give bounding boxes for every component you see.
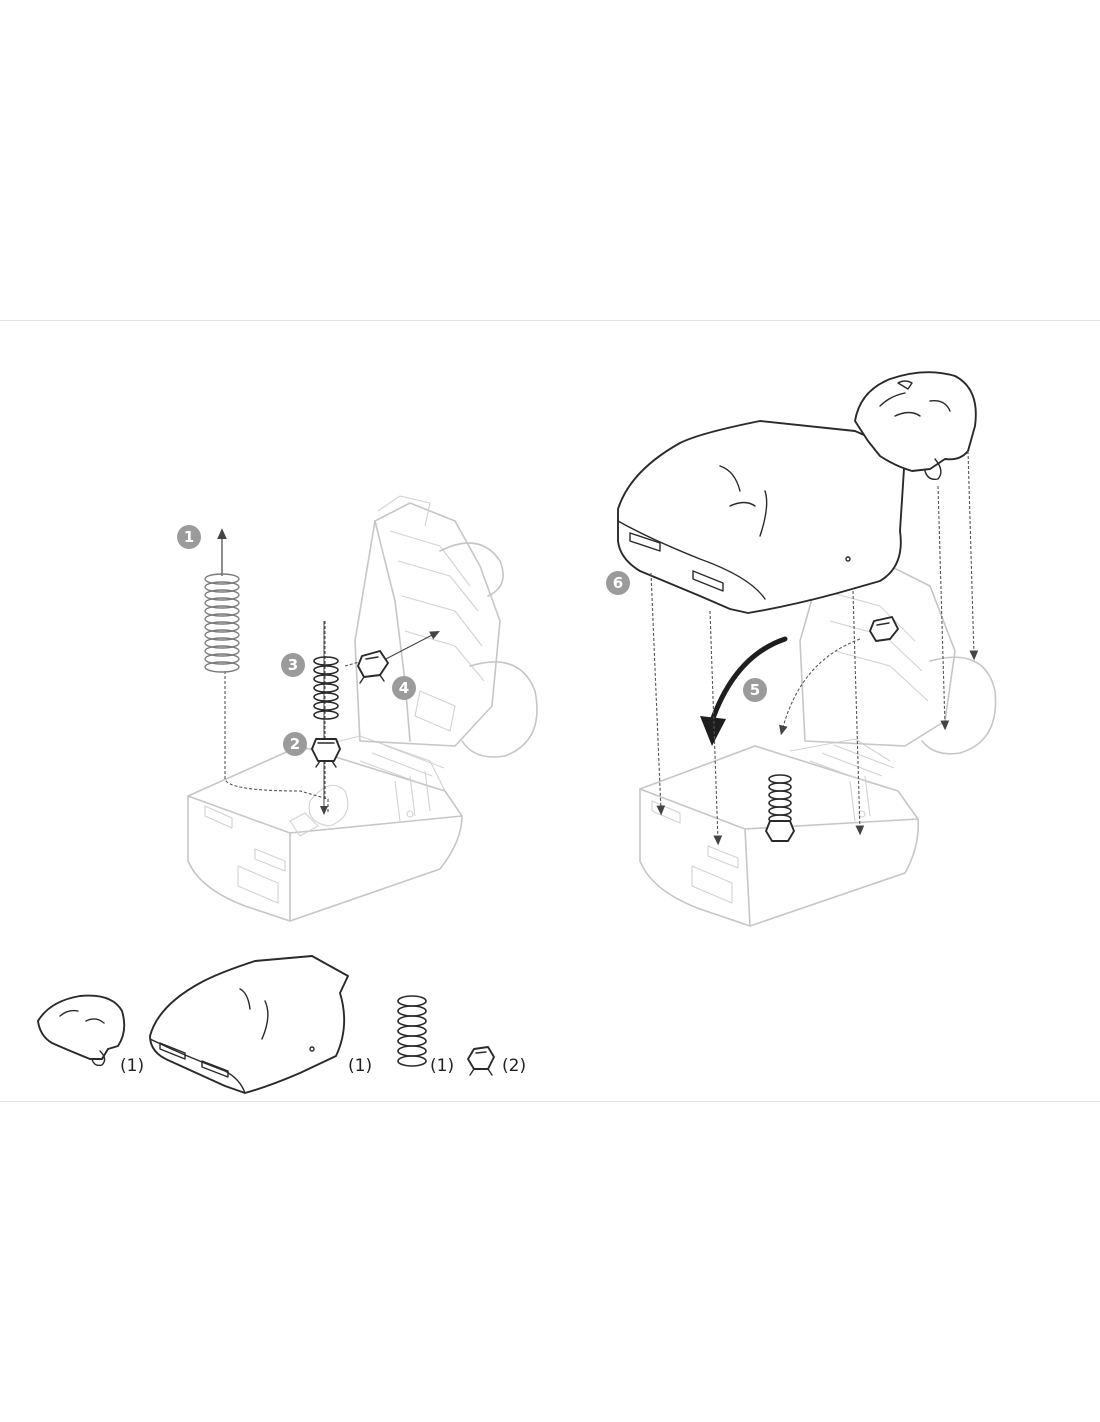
left-manikin-base <box>187 495 538 922</box>
step-5-label: 5 <box>750 681 760 699</box>
part-head-qty: (1) <box>120 1056 144 1076</box>
right-head <box>854 371 977 481</box>
step-4-label: 4 <box>399 679 409 697</box>
step-badge-2: 2 <box>283 732 307 756</box>
old-spring <box>204 573 240 673</box>
step-badge-1: 1 <box>177 525 201 549</box>
step-badge-4: 4 <box>392 676 416 700</box>
assembly-diagram: 1 2 3 4 <box>37 371 997 1094</box>
valve-side <box>357 650 389 684</box>
part-valve-icon <box>467 1046 495 1076</box>
step-1-label: 1 <box>184 528 194 546</box>
step-5-arrow <box>700 636 861 746</box>
step-3-label: 3 <box>288 656 298 674</box>
step-badge-6: 6 <box>606 571 630 595</box>
step-6-arrows <box>650 450 979 846</box>
parts-list: (1) (1) (1) (2) <box>37 955 526 1094</box>
part-spring-qty: (1) <box>430 1056 454 1076</box>
part-spring-icon <box>397 995 427 1067</box>
step-badge-3: 3 <box>281 653 305 677</box>
installed-spring <box>765 774 795 842</box>
instruction-panel: 1 2 3 4 <box>0 320 1100 1102</box>
right-manikin-base <box>639 560 997 927</box>
part-valve-qty: (2) <box>502 1056 526 1076</box>
valve-bottom <box>311 738 341 768</box>
step-6-label: 6 <box>613 574 623 592</box>
part-head-icon <box>37 994 126 1067</box>
chest-skin <box>617 420 906 614</box>
step-2-label: 2 <box>290 735 300 753</box>
installed-valve <box>869 616 899 642</box>
part-chest-icon <box>149 955 349 1094</box>
part-chest-qty: (1) <box>348 1056 372 1076</box>
new-spring <box>313 656 339 720</box>
step-badge-5: 5 <box>743 678 767 702</box>
